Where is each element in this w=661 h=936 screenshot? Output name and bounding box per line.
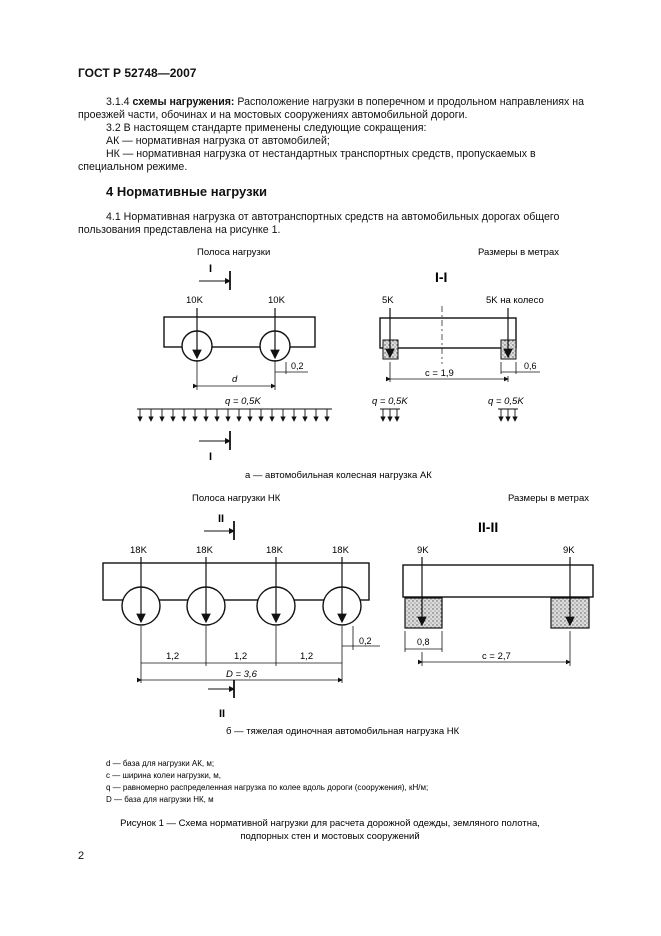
- load-label-b1: 18K: [130, 545, 148, 556]
- section-marker-bottom: I: [209, 451, 212, 463]
- dim-label-02-b: 0,2: [359, 636, 372, 646]
- lane-label: Полоса нагрузки: [197, 247, 270, 258]
- load-label-1: 10K: [186, 295, 204, 306]
- dim-label-06: 0,6: [524, 361, 537, 371]
- load-label-b2: 18K: [196, 545, 214, 556]
- legend-D: D — база для нагрузки НК, м: [106, 795, 214, 804]
- units-label: Размеры в метрах: [478, 247, 559, 258]
- figure-a: Полоса нагрузки Размеры в метрах I I-I 1…: [137, 247, 559, 481]
- section-title-b: II-II: [478, 519, 498, 535]
- dim-label-c: c = 1,9: [425, 368, 454, 379]
- load-label-4: 5K на колесо: [486, 295, 544, 306]
- dim-label-12-a: 1,2: [166, 651, 179, 662]
- section-marker-top-b: II: [218, 513, 224, 525]
- dim-label-12-c: 1,2: [300, 651, 313, 662]
- section-heading: 4 Нормативные нагрузки: [106, 184, 268, 199]
- dim-label-02: 0,2: [291, 361, 304, 371]
- load-label-2: 10K: [268, 295, 286, 306]
- abbrev-nk: НК — нормативная нагрузка от нестандартн…: [78, 148, 536, 173]
- q-label-right: q = 0,5K: [488, 396, 524, 407]
- units-label-b: Размеры в метрах: [508, 493, 589, 504]
- page-number: 2: [78, 850, 85, 862]
- paragraph-3-2: 3.2 В настоящем стандарте применены след…: [106, 122, 427, 134]
- caption-a: а — автомобильная колесная нагрузка АК: [245, 470, 432, 481]
- legend-q: q — равномерно распределенная нагрузка п…: [106, 783, 428, 792]
- q-label-left: q = 0,5K: [372, 396, 408, 407]
- section-marker-bottom-b: II: [219, 708, 225, 720]
- figure-b: Полоса нагрузки НК Размеры в метрах II I…: [102, 493, 594, 737]
- load-label-b5: 9K: [417, 545, 429, 556]
- legend-c: c — ширина колеи нагрузки, м,: [106, 771, 221, 780]
- document-code: ГОСТ Р 52748—2007: [78, 66, 197, 80]
- caption-b: б — тяжелая одиночная автомобильная нагр…: [226, 726, 460, 737]
- legend-d: d — база для нагрузки АК, м;: [106, 759, 214, 768]
- figure-caption-line-1: Рисунок 1 — Схема нормативной нагрузки д…: [120, 818, 540, 829]
- load-label-3: 5K: [382, 295, 394, 306]
- dim-label-D: D = 3,6: [226, 669, 258, 680]
- q-arrows-main: [137, 409, 330, 422]
- q-label-main: q = 0,5K: [225, 396, 261, 407]
- load-label-b6: 9K: [563, 545, 575, 556]
- paragraph-4-1: 4.1 Нормативная нагрузка от автотранспор…: [78, 211, 560, 236]
- dim-label-08: 0,8: [417, 637, 430, 647]
- legend: d — база для нагрузки АК, м; c — ширина …: [106, 759, 428, 804]
- q-arrows-tracks: [380, 409, 518, 422]
- load-label-b4: 18K: [332, 545, 350, 556]
- lane-label-nk: Полоса нагрузки НК: [192, 493, 281, 504]
- paragraph-3-1-4: 3.1.4 схемы нагружения: Расположение наг…: [78, 96, 590, 122]
- section-marker-top: I: [209, 263, 212, 275]
- dim-label-c-b: c = 2,7: [482, 651, 511, 662]
- abbrev-ak: АК — нормативная нагрузка от автомобилей…: [106, 135, 330, 147]
- clause-term: схемы нагружения:: [132, 96, 235, 108]
- load-label-b3: 18K: [266, 545, 284, 556]
- dim-label-12-b: 1,2: [234, 651, 247, 662]
- dim-label-d: d: [232, 374, 238, 385]
- figure-caption-line-2: подпорных стен и мостовых сооружений: [240, 831, 419, 842]
- clause-number: 3.1.4: [106, 96, 130, 108]
- clause-body: Расположение нагрузки в поперечном и про…: [78, 96, 584, 121]
- section-title: I-I: [435, 269, 447, 285]
